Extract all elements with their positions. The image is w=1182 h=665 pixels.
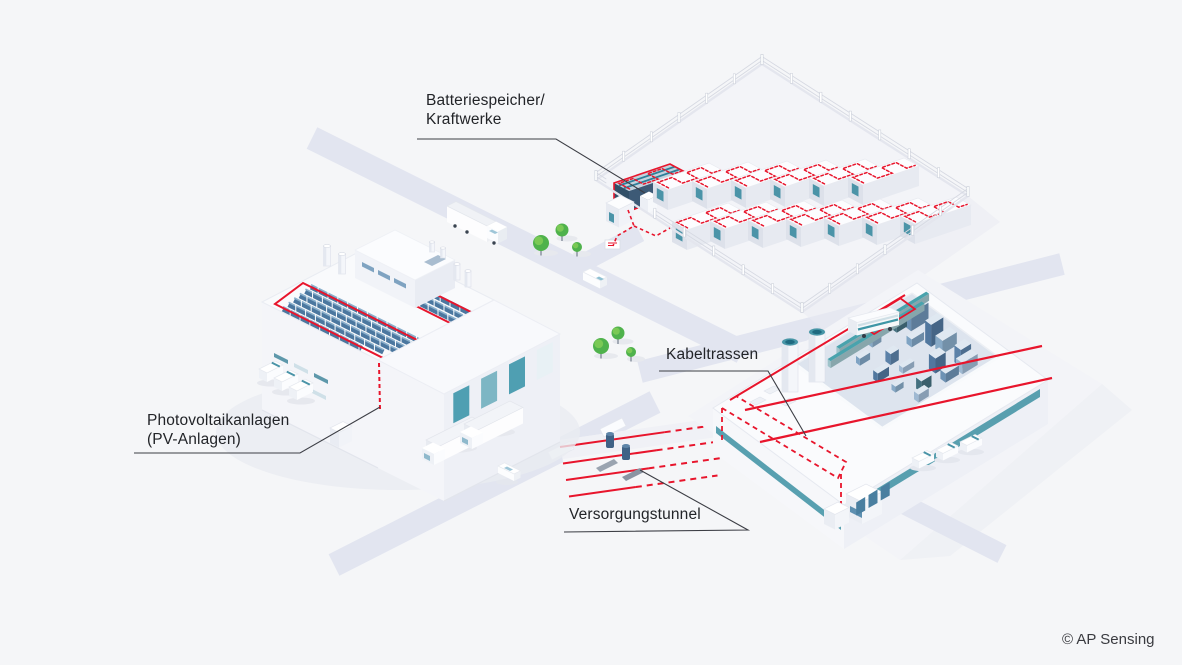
label-battery-line1: Batteriespeicher/	[426, 92, 545, 109]
machine	[891, 378, 904, 393]
pv-building	[216, 229, 580, 502]
parked-car	[934, 442, 960, 464]
battery-leader-line	[417, 138, 646, 194]
entrance-hut	[329, 421, 353, 448]
machine	[955, 349, 978, 375]
label-battery-line2: Kraftwerke	[426, 111, 502, 128]
label-photovoltaics: Photovoltaikanlagen (PV-Anlagen)	[147, 411, 289, 449]
battery-compound	[594, 54, 1000, 338]
bus	[846, 307, 901, 338]
machine	[906, 328, 924, 348]
leader-lines	[134, 138, 807, 533]
machine	[914, 384, 929, 403]
cable-tray-hall	[688, 270, 1132, 563]
machine	[827, 301, 925, 369]
dock-truck	[460, 400, 524, 449]
tunnel-leader-line	[563, 469, 751, 533]
rooftop-penthouse	[354, 229, 456, 308]
label-cable-trays: Kabeltrassen	[666, 345, 758, 364]
parked-van	[272, 369, 300, 396]
hall-entrance	[823, 501, 850, 530]
machine	[885, 345, 899, 366]
parked-car	[958, 434, 984, 456]
label-supply-tunnel-text: Versorgungstunnel	[569, 506, 701, 523]
trees	[533, 223, 645, 362]
machine	[856, 349, 871, 366]
parked-van	[287, 378, 315, 405]
parked-car	[910, 450, 936, 472]
vehicles	[446, 201, 901, 485]
label-battery-storage: Batteriespeicher/ Kraftwerke	[426, 91, 545, 129]
cable-trays-leader-line	[659, 370, 807, 437]
van	[582, 268, 608, 289]
truck	[446, 201, 507, 245]
label-pv-line1: Photovoltaikanlagen	[147, 412, 290, 429]
label-supply-tunnel: Versorgungstunnel	[569, 505, 701, 524]
label-cable-trays-text: Kabeltrassen	[666, 346, 759, 363]
copyright-text: © AP Sensing	[1062, 631, 1155, 648]
battery-container	[847, 157, 920, 205]
pv-leader-line	[134, 406, 381, 454]
car	[496, 462, 522, 485]
machine	[899, 358, 915, 374]
label-pv-line2: (PV-Anlagen)	[147, 431, 241, 448]
machine	[873, 363, 889, 383]
